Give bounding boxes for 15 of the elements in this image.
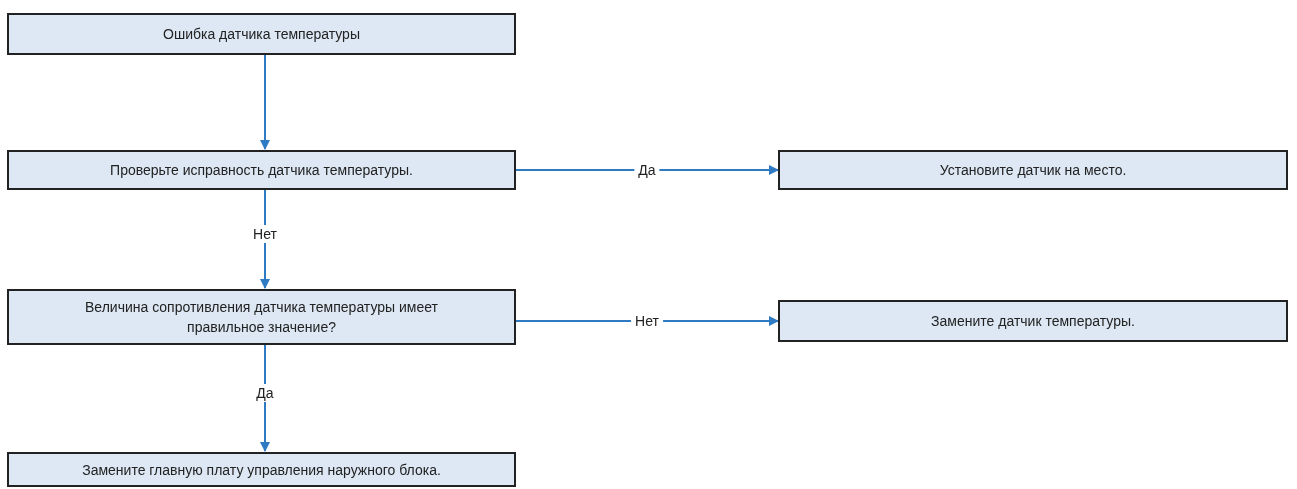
arrow bbox=[515, 316, 779, 326]
process-box bbox=[778, 150, 1288, 190]
arrow bbox=[515, 165, 779, 175]
box-text: Величина сопротивления датчика температуры имеет правильное значение? bbox=[84, 298, 439, 337]
box-text: Проверьте исправность датчика температуры. bbox=[110, 161, 413, 180]
box-text: Установите датчик на место. bbox=[939, 161, 1127, 180]
process-box bbox=[7, 150, 516, 190]
process-box bbox=[7, 452, 516, 487]
process-box bbox=[778, 300, 1288, 342]
process-box bbox=[7, 289, 516, 345]
box-text: Замените главную плату управления наружного блока. bbox=[82, 460, 441, 480]
process-box bbox=[7, 13, 516, 55]
arrow bbox=[260, 54, 270, 150]
box-text: Замените датчик температуры. bbox=[931, 312, 1135, 331]
box-text: Ошибка датчика температуры bbox=[163, 25, 360, 44]
